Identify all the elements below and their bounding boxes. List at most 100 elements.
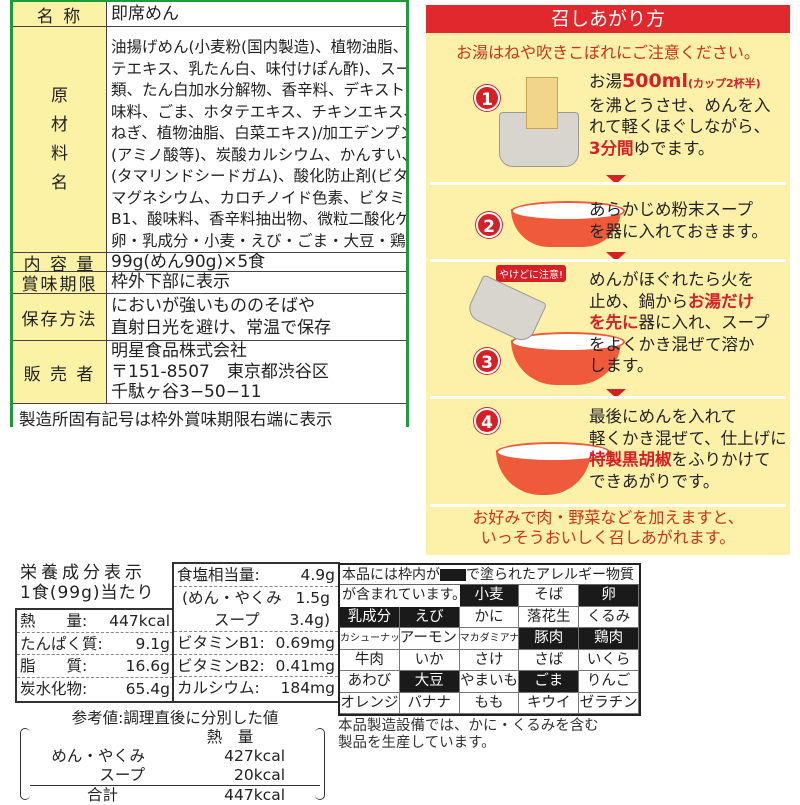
highlight-text: (カップ2杯半) <box>687 77 761 90</box>
spec-row-storage: 保存方法 においが強いもののそばや 直射日光を避け、常温で保存 <box>13 294 406 341</box>
nutrition-row: 脂 質:16.6g <box>17 655 173 679</box>
spec-label-storage: 保存方法 <box>13 294 107 340</box>
step-line: 軽くかき混ぜて、仕上げに <box>589 428 787 450</box>
footnote-line: 製品を生産しています。 <box>338 735 496 751</box>
step-line: あらかじめ粉末スープ <box>589 199 768 221</box>
allergen-cell: あわび <box>340 671 400 693</box>
step-text: 軽くかき混ぜて、仕上げに <box>589 428 787 448</box>
step-1-text: お湯500ml(カップ2杯半)を沸とうさせ、めんを入れて軽くほぐしながら、3分間… <box>589 70 771 159</box>
step-line: を先に器に入れ、スープ <box>589 312 770 334</box>
step-2: 2 あらかじめ粉末スープを器に入れておきます。 <box>426 187 790 257</box>
step-line: 最後にめんを入れて <box>589 406 787 428</box>
allergen-header-2: が含まれています。 <box>342 587 467 603</box>
ingredient-line: B1、酸味料、香辛料抽出物、微粒二酸化ケイ素、(一部に <box>111 210 406 228</box>
allergen-cell: 大豆 <box>399 671 460 693</box>
step-text: めんがほぐれたら火を <box>589 270 754 289</box>
step-line: お湯500ml(カップ2杯半) <box>589 70 771 95</box>
divider <box>430 182 786 185</box>
step-1: 1 お湯500ml(カップ2杯半)を沸とうさせ、めんを入れて軽くほぐしながら、3… <box>426 67 790 187</box>
spec-row-name: 名 称 即席めん <box>13 2 406 27</box>
allergen-cell: カシューナッツ <box>340 628 400 650</box>
allergen-footnote: 本品製造設備では、かに・くるみを含む 製品を生産しています。 <box>338 718 641 752</box>
allergen-cell: キウイ <box>519 692 580 714</box>
nutrient-name: 炭水化物: <box>20 680 88 699</box>
step-line: れて軽くほぐしながら、 <box>589 116 771 138</box>
allergen-cell: アーモンド <box>399 628 460 650</box>
seller-line: 千駄ヶ谷3−50−11 <box>111 382 262 402</box>
storage-line: 直射日光を避け、常温で保存 <box>111 318 332 338</box>
spec-row-seller: 販 売 者 明星食品株式会社 〒151-8507 東京都渋谷区 千駄ヶ谷3−50… <box>13 341 406 404</box>
step-number-badge: 1 <box>474 85 500 111</box>
allergen-cell: さば <box>519 649 580 671</box>
nutrient-value: 184mg <box>280 679 335 698</box>
ingredient-line: (アミノ酸等)、炭酸カルシウム、かんすい、香料、増粘剤 <box>111 145 406 164</box>
nutrient-value: 0.69mg <box>275 634 335 653</box>
how-to-title: 召しあがり方 <box>426 5 790 33</box>
step-number-badge: 3 <box>474 348 500 374</box>
ingredient-line: 類、たん白加水分解物、香辛料、デキストリン、香味調 <box>111 81 406 99</box>
step-line: めんがほぐれたら火を <box>589 269 770 291</box>
arrow-down-icon <box>606 252 626 261</box>
arrow-down-icon <box>606 389 626 398</box>
allergen-cell: 豚肉 <box>519 628 580 650</box>
label-char: 材 <box>51 114 68 135</box>
bowl-icon <box>511 201 625 247</box>
ingredient-line: マグネシウム、カロチノイド色素、ビタミンB2、ビタミン <box>111 188 406 207</box>
allergen-grid: 本品には枠内がで塗られたアレルギー物質 が含まれています。 小麦そば卵乳成分えび… <box>338 563 641 716</box>
nutrient-value: 1.5g <box>295 588 331 607</box>
note-line: お好みで肉・野菜などを加えますと、 <box>472 508 744 527</box>
nutrition-row: スープ 3.4g) <box>174 609 338 633</box>
nutrition-row: 食塩相当量:4.9g <box>174 564 338 587</box>
highlight-text: 3分間 <box>589 138 634 158</box>
step-3-text: めんがほぐれたら火を止め、鍋からお湯だけを先に器に入れ、スープをよくかき混ぜて溶… <box>589 269 770 377</box>
bracket-right <box>315 728 325 800</box>
spec-row-ingredients: 原 材 料 名 油揚げめん(小麦粉(国内製造)、植物油脂、食塩、ホタ テエキス、… <box>13 27 406 253</box>
nutrient-name: 熱 量: <box>20 612 88 630</box>
step-text: あらかじめ粉末スープ <box>589 200 754 219</box>
factory-note: 製造所固有記号は枠外賞味期限右端に表示 <box>13 404 406 432</box>
allergen-cell: バナナ <box>399 692 460 714</box>
nutrition-row: 炭水化物: 65.4g <box>17 678 173 701</box>
allergen-header: 本品には枠内がで塗られたアレルギー物質 <box>340 565 639 585</box>
reference-item: スープ <box>99 766 145 784</box>
seller-line: 〒151-8507 東京都渋谷区 <box>111 361 329 382</box>
allergen-cell: 小麦 <box>459 585 520 607</box>
nutrition-row: たんぱく質:9.1g <box>17 633 173 656</box>
step-4-text: 最後にめんを入れて軽くかき混ぜて、仕上げに特製黒胡椒をふりかけてできあがりです。 <box>589 406 787 492</box>
nutrition-row: ビタミンB1:0.69mg <box>174 632 338 655</box>
serving-suggestion: お好みで肉・野菜などを加えますと、 いっそうおいしく召しあがれます。 <box>426 508 790 548</box>
nutrition-table-right: 食塩相当量:4.9g(めん・やくみ 1.5g スープ 3.4g) ビタミンB1:0.69… <box>172 562 340 703</box>
step-line: をよくかき混ぜて溶か <box>589 334 770 356</box>
spec-value-ingredients: 油揚げめん(小麦粉(国内製造)、植物油脂、食塩、ホタ テエキス、乳たん白、味付け… <box>107 27 406 252</box>
product-spec-table: 名 称 即席めん 原 材 料 名 油揚げめん(小麦粉(国内製造)、植物油脂、食塩… <box>10 0 409 432</box>
allergen-cell: えび <box>399 606 460 628</box>
ingredient-line: (タマリンドシードガム)、酸化防止剤(ビタミンE)、炭酸 <box>111 167 406 185</box>
step-3: やけどに注意! 3 めんがほぐれたら火を止め、鍋からお湯だけを先に器に入れ、スー… <box>426 265 790 395</box>
nutrient-name: (めん・やくみ <box>182 588 282 607</box>
burn-caution-badge: やけどに注意! <box>496 265 567 282</box>
reference-item: めん・やくみ <box>51 747 145 765</box>
step-text: をよくかき混ぜて溶か <box>589 334 755 354</box>
step-text: 器に入れ、スープ <box>638 313 770 332</box>
reference-header: 熱 量 <box>206 728 254 746</box>
divider <box>430 504 786 507</box>
nutrient-name: スープ <box>214 611 260 630</box>
nutrient-name: 食塩相当量: <box>177 566 260 584</box>
nutrient-name: 脂 質: <box>20 657 88 676</box>
allergen-cell: さけ <box>459 649 520 671</box>
step-text: ゆでます。 <box>633 138 715 158</box>
allergen-cell: くるみ <box>579 606 639 628</box>
nutrient-value: 65.4g <box>125 680 170 699</box>
nutrient-value: 3.4g) <box>289 611 330 630</box>
allergen-cell: 鶏肉 <box>579 628 639 650</box>
highlight-text: 特製黒胡椒 <box>589 450 672 469</box>
reference-total-value: 447kcal <box>224 786 285 804</box>
spec-label-expiry: 賞味期限 <box>13 272 107 295</box>
step-2-text: あらかじめ粉末スープを器に入れておきます。 <box>589 199 768 242</box>
allergen-cell: もも <box>459 692 520 714</box>
allergen-cell: マカダミアナッツ <box>459 628 520 650</box>
